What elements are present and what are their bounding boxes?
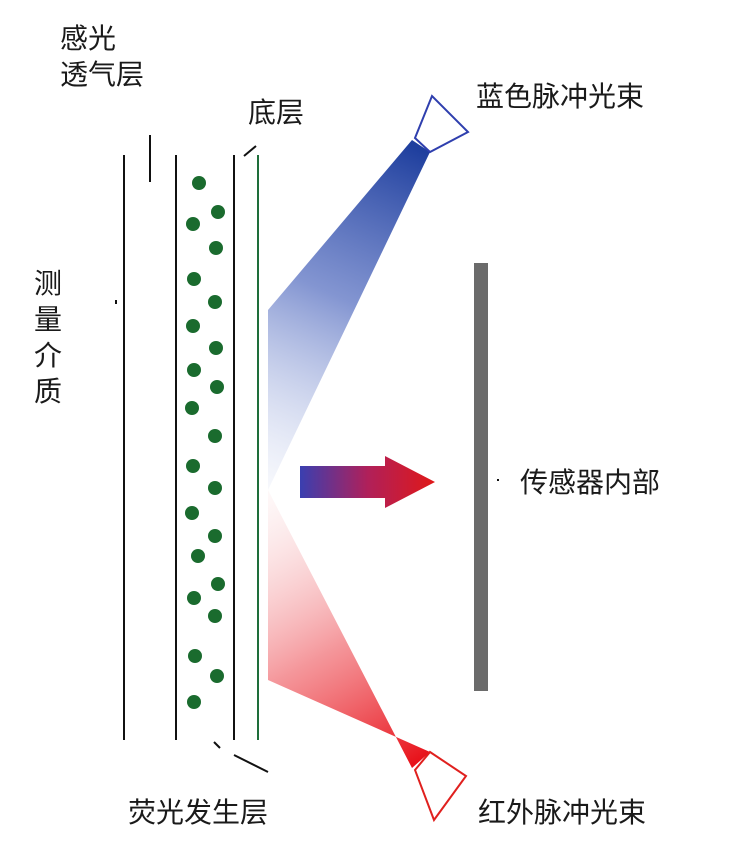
particle xyxy=(185,401,199,415)
red-infrared-pulse-beam xyxy=(268,490,430,768)
red-pulse-beam-label: 红外脉冲光束 xyxy=(478,796,647,829)
measured-medium-label: 测量介质 xyxy=(34,267,63,408)
particle xyxy=(208,481,222,495)
particle xyxy=(211,577,225,591)
particle xyxy=(210,669,224,683)
blue-emitter-icon xyxy=(413,94,470,154)
fluorescent-layer-label: 荧光发生层 xyxy=(128,796,269,829)
particle xyxy=(186,459,200,473)
particle xyxy=(192,176,206,190)
particle xyxy=(191,549,205,563)
particle xyxy=(210,380,224,394)
sensor-interior-bar xyxy=(474,263,488,691)
sensor-interior-label: 传感器内部 xyxy=(520,466,661,499)
particle xyxy=(208,609,222,623)
particle xyxy=(208,529,222,543)
particle xyxy=(187,363,201,377)
particle xyxy=(209,241,223,255)
fluorescent-particles xyxy=(185,176,225,709)
particle xyxy=(187,272,201,286)
particle xyxy=(186,319,200,333)
red-emitter-icon xyxy=(413,750,468,823)
fluorescent-layer-leader-b xyxy=(233,754,269,773)
blue-pulse-beam xyxy=(268,140,430,490)
particle xyxy=(187,591,201,605)
fluorescent-layer-leader-a xyxy=(213,741,221,749)
particle xyxy=(187,695,201,709)
base-layer-leader xyxy=(243,145,257,157)
particle xyxy=(211,205,225,219)
photosensitive-layer-label-line1: 感光 xyxy=(60,22,117,55)
base-layer-label: 底层 xyxy=(248,96,305,129)
signal-arrow xyxy=(300,456,435,508)
blue-pulse-beam-label: 蓝色脉冲光束 xyxy=(476,80,645,113)
particle xyxy=(209,341,223,355)
particle xyxy=(208,295,222,309)
particle xyxy=(188,649,202,663)
particle xyxy=(186,217,200,231)
particle xyxy=(185,506,199,520)
photosensitive-layer-label-line2: 透气层 xyxy=(60,58,145,91)
particle xyxy=(208,429,222,443)
